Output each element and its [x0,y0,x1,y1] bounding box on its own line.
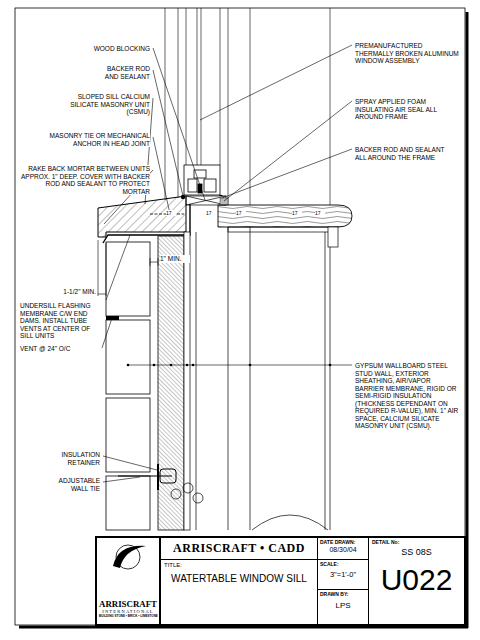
callout-note: RAKE BACK MORTAR BETWEEN UNITS APPROX. 1… [18,165,150,195]
title-block-text: 3"=1'-0" [320,571,366,579]
callout-note: ADJUSTABLE WALL TIE [50,477,100,492]
dimension-text: 17 [166,210,176,216]
dimension-text: 17 [206,210,216,216]
title-block-text: U022 [372,563,461,596]
callout-note: MASONRY TIE OR MECHANICAL ANCHOR IN HEAD… [40,132,150,147]
callout-note: GYPSUM WALLBOARD STEEL STUD WALL, EXTERI… [355,362,461,430]
callout-note: BACKER ROD AND SEALANT [95,65,150,80]
dimension-text: 17 [236,210,246,216]
title-block-text: BUILDING STONE • BRICK • LIMESTONE [99,615,157,618]
date-cell: DATE DRAWN:08/30/04 [317,537,369,560]
logo-cell: ARRISCRAFTINTERNATIONALBUILDING STONE • … [96,537,160,625]
callout-note: BACKER ROD AND SEALANT ALL AROUND THE FR… [355,146,455,161]
callout-note: INSULATION RETAINER [50,451,100,466]
title-cell: TITLE: WATERTABLE WINDOW SILL [160,559,318,625]
detail-number-cell: DETAIL No: SS 08S U022 [368,537,465,625]
title-block-text: SS 08S [372,548,461,558]
title-block-text: SCALE: [320,562,366,568]
title-block-text: ARRISCRAFT [99,600,157,610]
title-block-text: LPS [320,602,366,611]
dimension-text: 17 [315,210,325,216]
callout-note: WOOD BLOCKING [40,45,150,53]
callout-note: VENT @ 24" O/C [20,345,100,353]
dimension-text: 17 [292,210,302,216]
callout-note: SPRAY APPLIED FOAM INSULATING AIR SEAL A… [355,98,455,121]
title-block-text: DETAIL No: [372,540,461,546]
callout-note: 1" MIN. [160,255,190,263]
scale-cell: SCALE: 3"=1'-0" [317,559,369,590]
title-block-text: WATERTABLE WINDOW SILL [164,573,314,584]
callout-note: PREMANUFACTURED THERMALLY BROKEN ALUMINU… [355,42,460,65]
title-block-text: DATE DRAWN: [320,540,366,546]
callout-note: 1-1/2" MIN. [52,288,96,296]
company-cell: ARRISCRAFT • CADD [160,537,318,560]
callout-note: UNDERSILL FLASHING MEMBRANE C/W END DAMS… [20,302,104,340]
title-block-text: ARRISCRAFT • CADD [163,542,315,555]
title-block-text: 08/30/04 [320,546,366,554]
title-block-text: DRAWN BY: [320,592,366,598]
callout-note: SLOPED SILL CALCIUM SILICATE MASONRY UNI… [55,93,150,116]
title-block-text: TITLE: [164,562,314,569]
drawn-by-cell: DRAWN BY: LPS [317,589,369,625]
